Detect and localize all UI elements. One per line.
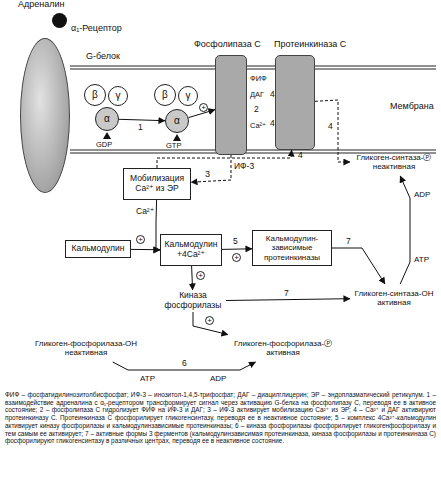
connector-arrow [315, 100, 350, 162]
connector-arrow [156, 200, 160, 250]
membrane-line [70, 66, 436, 67]
membrane-label: Мембрана [390, 102, 434, 111]
edge-label: 7 [284, 289, 289, 298]
node-text: β [162, 89, 168, 101]
activation-sign: + [232, 253, 241, 262]
edge-label: 1 [138, 123, 143, 132]
gdp-triangle [103, 132, 111, 139]
node-text: Кальмодулин +4Ca²⁺ [161, 240, 221, 260]
membrane-line [70, 150, 436, 151]
membrane-line [70, 69, 436, 70]
node-text: γ [116, 90, 121, 102]
connector-arrow [222, 248, 252, 250]
node-text: α [104, 113, 110, 125]
node-text: Кальмодулин [72, 244, 125, 254]
subunit-circle: α [165, 109, 189, 133]
node-text: γ [186, 90, 191, 102]
protein-name: G-белок [86, 52, 120, 61]
process-box: Кальмодулин [65, 240, 131, 258]
callout-number: 3 [205, 170, 210, 179]
edge-label: 6 [182, 359, 187, 368]
callout-number: 2 [254, 105, 259, 114]
process-box: Кальмодулин-зависимые протеинкиназы [252, 230, 332, 266]
subunit-circle: γ [178, 86, 198, 106]
subunit-circle: α [95, 107, 119, 131]
enzyme-text: Киназа фосфорилазы [160, 290, 226, 312]
node-text: Кальмодулин-зависимые протеинкиназы [253, 234, 331, 262]
enzyme-state: Гликоген-синтаза-Ⓟ неактивная [350, 148, 438, 176]
receptor-ellipse: α₁-Рецептор [20, 38, 70, 193]
connector-arrow [191, 155, 231, 182]
nucleotide-label: ATP [414, 255, 429, 264]
node-heading: Протеинкиназа С [274, 39, 346, 50]
node-text: α [174, 115, 180, 127]
node-text: Гликоген-синтаза-ОН активная [350, 289, 438, 307]
node-heading: α₁-Рецептор [71, 23, 122, 34]
edge-label: 4 [328, 122, 333, 131]
enzyme-state: Гликоген-фосфорилаза-Ⓟ активная [228, 334, 338, 362]
enzyme-block: Фосфолипаза С [215, 55, 247, 155]
node-text: Гликоген-синтаза-Ⓟ неактивная [350, 153, 438, 171]
molecule-label: ФИФ [250, 74, 267, 83]
subunit-circle: β [154, 84, 176, 106]
nucleotide-label: ADP [210, 374, 226, 383]
callout-number: 4 [270, 119, 275, 128]
ion-label: Ca²⁺ [250, 121, 266, 130]
node-text: Гликоген-фосфорилаза-ОН неактивная [30, 339, 142, 357]
activation-sign: + [136, 235, 145, 244]
connector-arrow [157, 150, 292, 168]
node-heading: Фосфолипаза С [194, 39, 261, 50]
process-box: Мобилизация Ca²⁺ из ЭР [123, 168, 191, 200]
edge-label: ИФ-3 [234, 162, 254, 171]
connector-arrow [332, 248, 385, 284]
enzyme-block: Протеинкиназа С [275, 55, 315, 150]
nucleotide-label: GDP [96, 140, 112, 149]
molecule-label: ДАГ [250, 90, 264, 99]
activation-sign: + [205, 316, 214, 325]
nucleotide-label: ATP [140, 374, 155, 383]
edge-label: Ca²⁺ [136, 207, 154, 216]
node-heading: Адреналин [18, 0, 65, 10]
activation-sign: + [196, 271, 205, 280]
edge-label: 5 [233, 237, 238, 246]
process-box: Кальмодулин +4Ca²⁺ [160, 234, 222, 266]
node-text: Гликоген-фосфорилаза-Ⓟ активная [228, 339, 338, 357]
connector-arrow [189, 110, 216, 118]
connector-arrow [131, 249, 160, 250]
node-text: β [92, 89, 98, 101]
edge-label: 7 [346, 237, 351, 246]
connector-arrow [400, 176, 410, 284]
callout-number: 4 [270, 90, 275, 99]
figure-caption: ФИФ – фосфатидилинозитолбисфосфат; ИФ-3 … [5, 391, 436, 445]
gtp-triangle [173, 134, 181, 141]
connector-arrow [192, 266, 193, 290]
connector-arrow [226, 299, 350, 301]
nucleotide-label: ADP [414, 190, 430, 199]
enzyme-state: Гликоген-синтаза-ОН активная [350, 284, 438, 312]
node-text: Киназа фосфорилазы [160, 291, 226, 311]
connector-arrow [193, 312, 228, 335]
subunit-circle: γ [108, 86, 128, 106]
ligand-circle: Адреналин [52, 13, 67, 28]
enzyme-state: Гликоген-фосфорилаза-ОН неактивная [30, 334, 142, 362]
activation-sign: + [199, 103, 208, 112]
nucleotide-label: GTP [166, 141, 181, 150]
edge-label: 4 [298, 151, 303, 160]
node-text: Мобилизация Ca²⁺ из ЭР [124, 174, 190, 194]
subunit-circle: β [84, 84, 106, 106]
connector-arrow [119, 119, 165, 120]
